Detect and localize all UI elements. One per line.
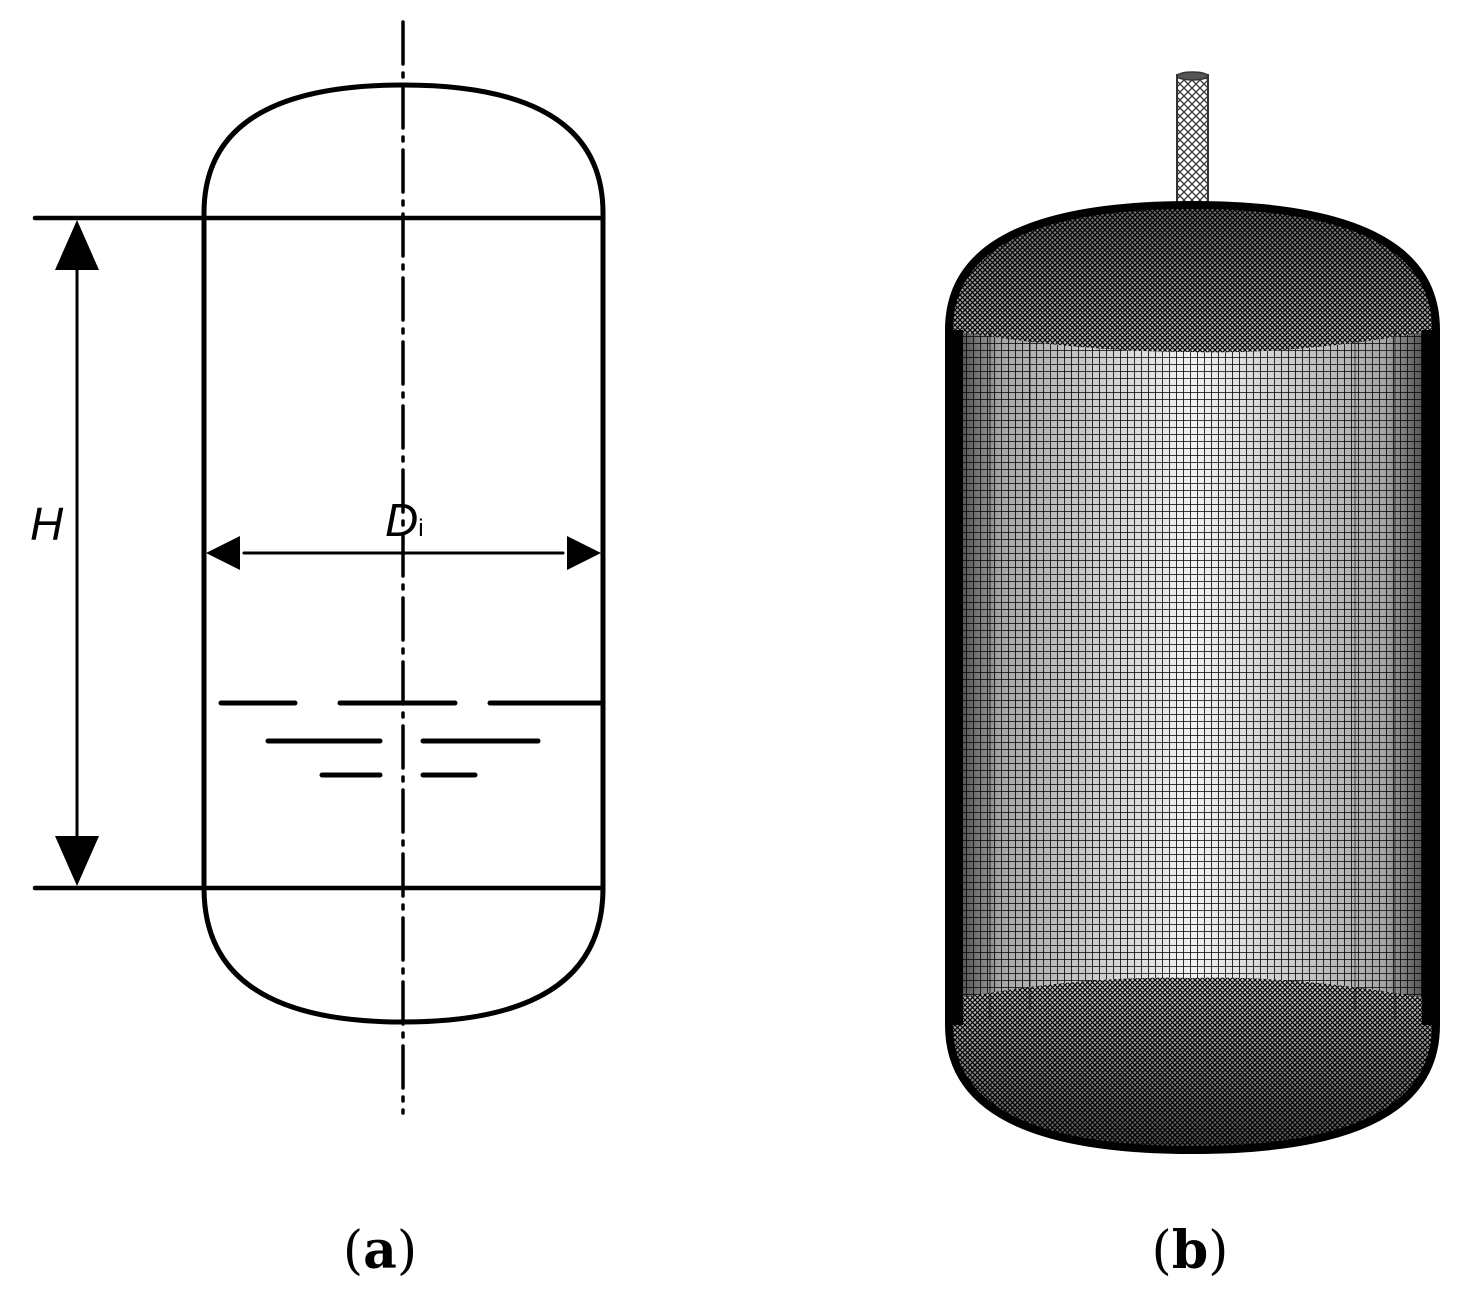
caption-b: (b) (1152, 1220, 1229, 1281)
height-arrow-down-icon (55, 836, 99, 886)
dimension-arrowheads (55, 220, 601, 886)
panel-a-schematic (32, 20, 606, 1115)
vessel-mesh-body (949, 205, 1436, 1150)
diameter-arrow-left-icon (206, 536, 240, 570)
panel-b-mesh-model (945, 71, 1440, 1155)
liquid-level-symbol (218, 700, 603, 778)
caption-a: (a) (343, 1220, 417, 1281)
diameter-label: Di (385, 494, 424, 546)
height-arrow-up-icon (55, 220, 99, 270)
diameter-arrow-right-icon (567, 536, 601, 570)
outlet-pipe (1176, 71, 1209, 211)
height-label: H (30, 498, 64, 550)
